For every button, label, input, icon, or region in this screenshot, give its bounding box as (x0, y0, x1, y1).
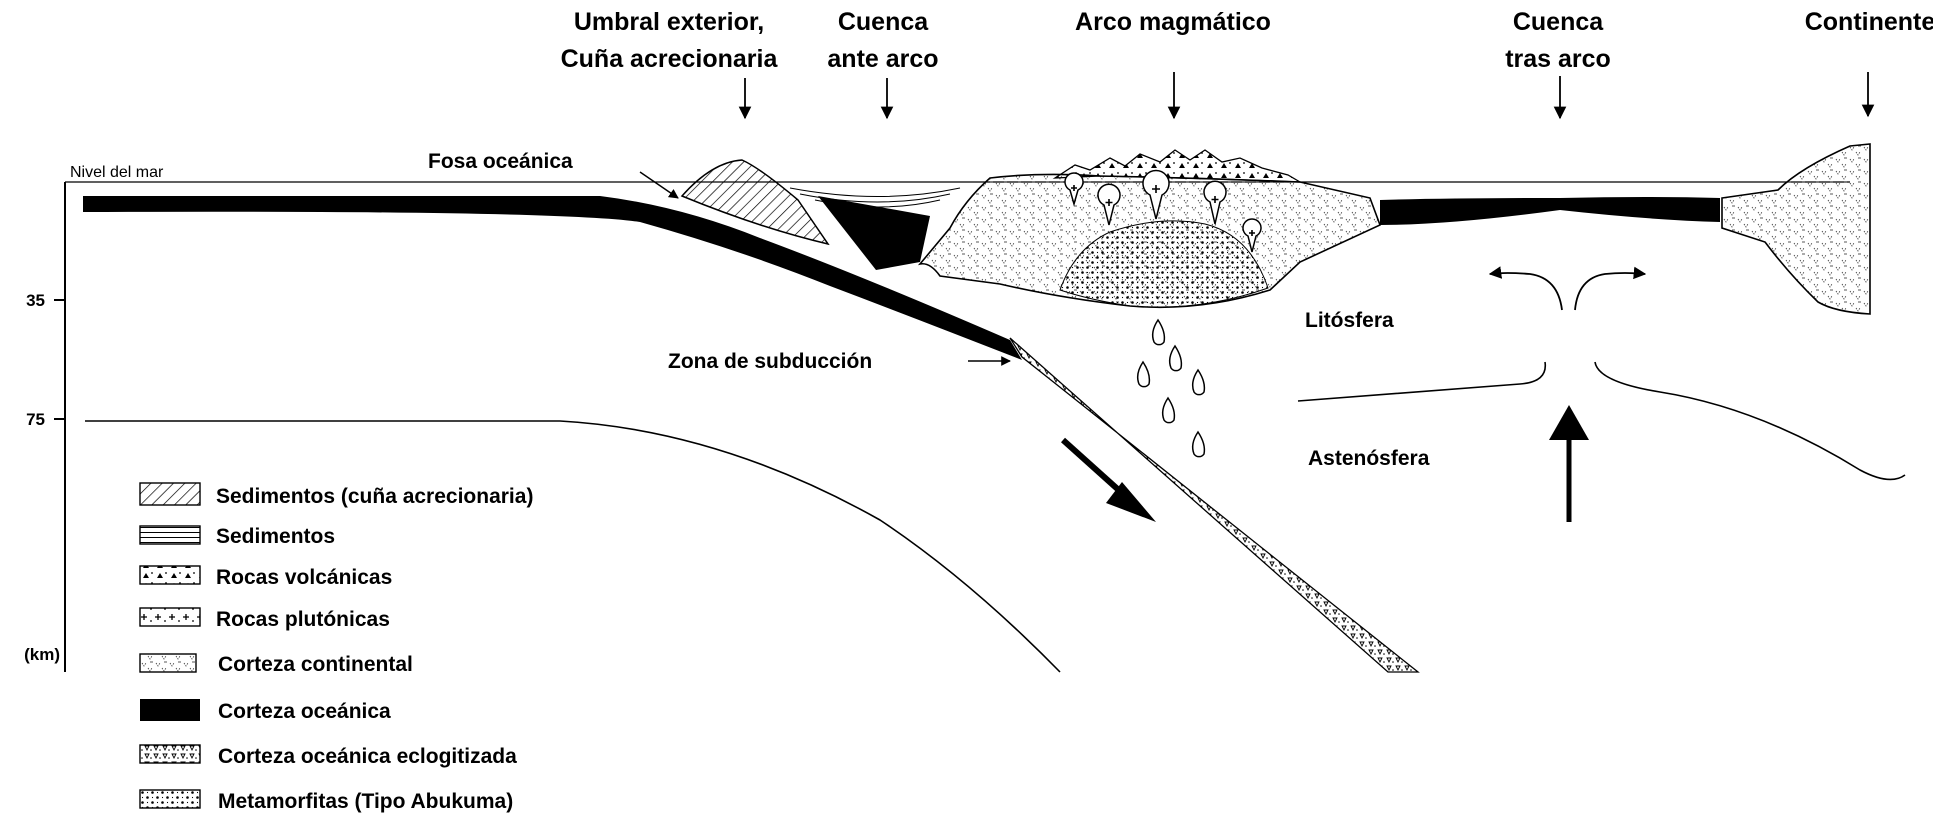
arco-label: Arco magmático (1075, 8, 1271, 36)
legend-item-volcanic: Rocas volcánicas (140, 566, 392, 589)
legend-label: Corteza oceánica (218, 700, 391, 723)
fosa-pointer (640, 172, 678, 198)
legend-label: Rocas plutónicas (216, 608, 390, 631)
litosfera-label: Litósfera (1305, 309, 1394, 332)
continent-crust (1722, 144, 1870, 314)
legend-label: Sedimentos (216, 525, 335, 548)
legend-label: Rocas volcánicas (216, 566, 392, 589)
legend-label: Metamorfitas (Tipo Abukuma) (218, 790, 513, 813)
eclogitized-crust (1010, 338, 1418, 672)
umbral-label-line2: Cuña acrecionaria (561, 45, 779, 73)
legend-label: Corteza continental (218, 653, 413, 676)
zona-subduccion-label: Zona de subducción (668, 350, 872, 373)
forearc-sediments (790, 188, 960, 207)
legend-item-oceanic-crust: Corteza oceánica (140, 699, 391, 723)
legend-item-plutonic: Rocas plutónicas (140, 608, 390, 631)
cuenca-tras-label-line1: Cuenca (1513, 8, 1604, 36)
legend-label: Sedimentos (cuña acrecionaria) (216, 485, 533, 508)
fosa-label: Fosa oceánica (428, 150, 573, 173)
cuenca-ante-label-line2: ante arco (827, 45, 938, 73)
down-arrows (745, 72, 1868, 118)
depth-tick-75-label: 75 (26, 410, 45, 429)
astenosfera-label: Astenósfera (1308, 447, 1430, 470)
sea-level-label: Nivel del mar (70, 164, 164, 181)
magma-droplets (1138, 320, 1205, 457)
umbral-label-line1: Umbral exterior, (574, 8, 764, 36)
forearc-crust-wedge (818, 196, 930, 270)
legend: Sedimentos (cuña acrecionaria) Sedimento… (140, 483, 533, 813)
continente-label: Continente (1805, 8, 1933, 36)
lab-back-boundary-right (1595, 362, 1905, 479)
legend-item-continental-crust: Corteza continental (140, 653, 413, 676)
legend-item-sediment-wedge: Sedimentos (cuña acrecionaria) (140, 483, 533, 508)
legend-item-metamorphites: Metamorfitas (Tipo Abukuma) (140, 790, 513, 813)
legend-item-sediments: Sedimentos (140, 525, 335, 548)
depth-tick-35-label: 35 (26, 291, 45, 310)
upwelling-split-arrows (1490, 273, 1645, 310)
lab-back-boundary-left (1298, 362, 1545, 401)
upwelling-arrow (1549, 405, 1589, 522)
cuenca-ante-label-line1: Cuenca (838, 8, 929, 36)
legend-label: Corteza oceánica eclogitizada (218, 745, 517, 768)
depth-unit-label: (km) (24, 645, 60, 664)
backarc-crust (1380, 197, 1720, 225)
legend-item-eclogitized-crust: Corteza oceánica eclogitizada (140, 745, 517, 768)
cuenca-tras-label-line2: tras arco (1505, 45, 1611, 73)
